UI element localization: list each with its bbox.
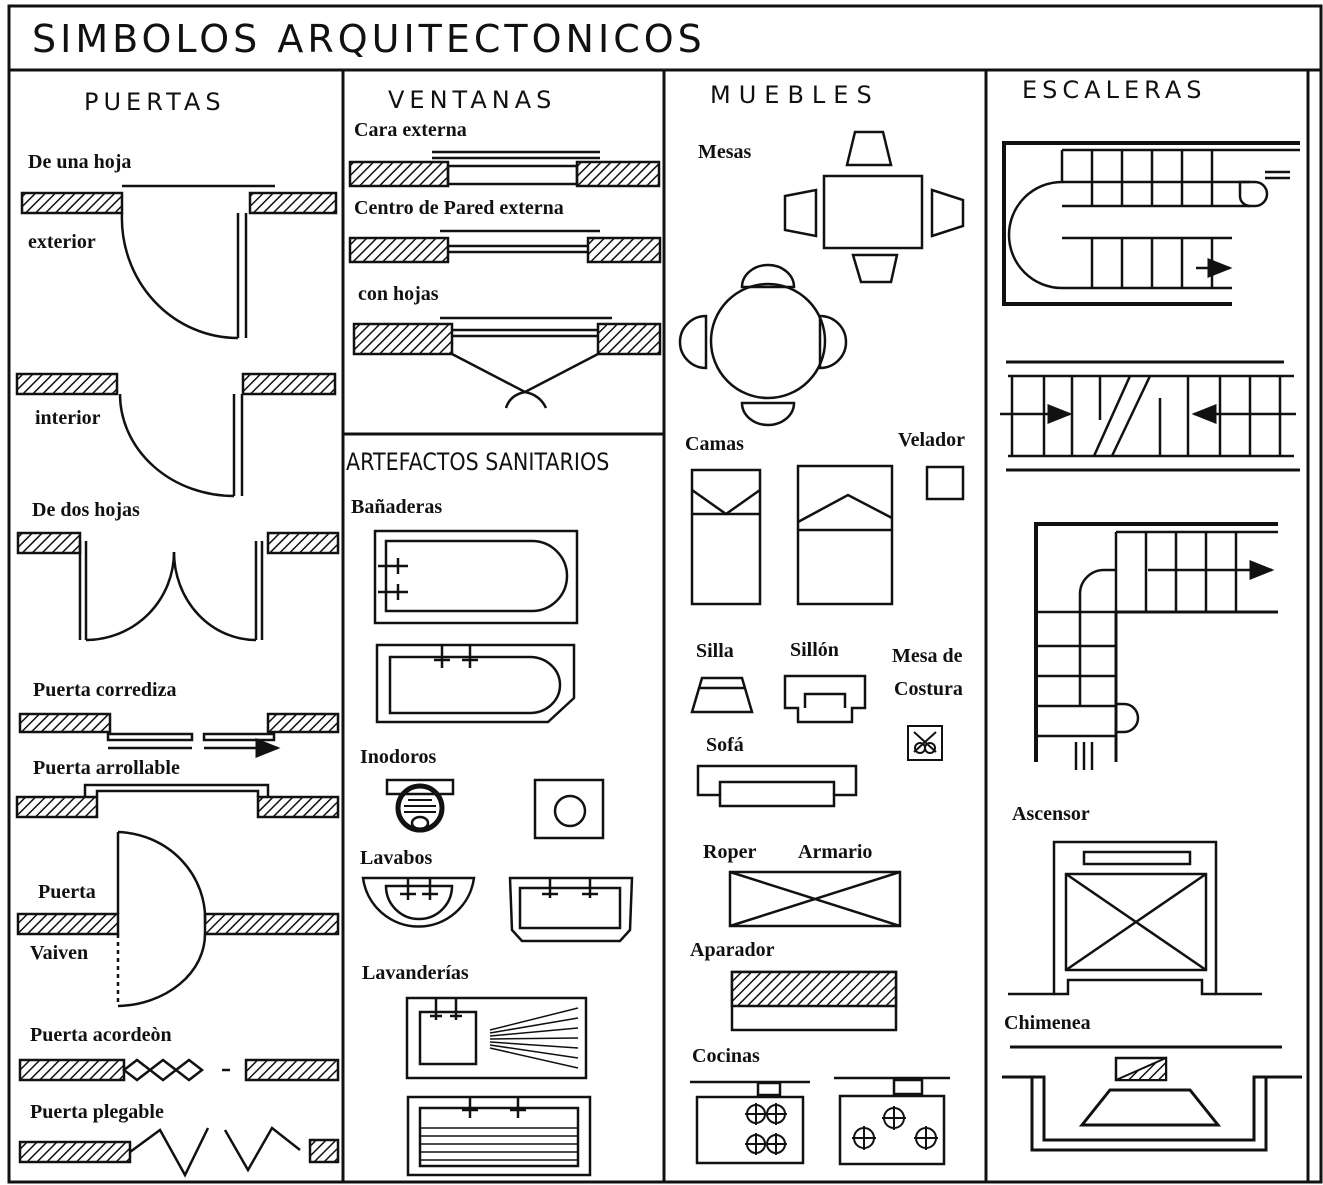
- door-folding: [18, 1126, 340, 1178]
- stair-u-shaped: [1002, 141, 1300, 306]
- label-vaiven-2: Vaiven: [30, 942, 89, 964]
- muebles-heading: MUEBLES: [710, 81, 880, 109]
- label-arrollable: Puerta arrollable: [33, 757, 180, 779]
- laundry-sink-2: [406, 1095, 592, 1177]
- label-camas: Camas: [685, 433, 744, 455]
- chair: [690, 676, 754, 714]
- window-external-face: [348, 150, 661, 188]
- window-with-sashes: [352, 316, 662, 409]
- label-sillon: Sillón: [790, 639, 839, 661]
- door-roll-up: [15, 783, 340, 819]
- label-chimenea: Chimenea: [1004, 1012, 1091, 1034]
- label-dos-hojas: De dos hojas: [32, 499, 140, 521]
- door-accordion: [18, 1058, 340, 1082]
- label-mesas: Mesas: [698, 141, 752, 163]
- bed-single: [690, 468, 762, 606]
- label-armario: Armario: [798, 841, 873, 863]
- label-una-hoja: De una hoja: [28, 151, 132, 173]
- label-con-hojas: con hojas: [358, 283, 439, 305]
- table-square: [783, 130, 965, 284]
- table-round: [678, 263, 848, 427]
- sofa: [696, 764, 858, 808]
- label-banaderas: Bañaderas: [351, 496, 443, 518]
- label-roper: Roper: [703, 841, 757, 863]
- toilet-wall: [385, 778, 455, 833]
- bathtub-rounded: [373, 529, 579, 625]
- label-inodoros: Inodoros: [360, 746, 437, 768]
- wardrobe: [728, 870, 902, 928]
- label-corrediza: Puerta corrediza: [33, 679, 177, 701]
- puertas-heading: PUERTAS: [84, 88, 226, 116]
- label-ascensor: Ascensor: [1012, 803, 1090, 825]
- label-cocinas: Cocinas: [692, 1045, 760, 1067]
- window-wall-center: [348, 229, 662, 264]
- label-mesa-costura-2: Costura: [894, 678, 963, 700]
- door-swing: [16, 830, 340, 1008]
- sideboard: [730, 970, 898, 1032]
- label-lavabos: Lavabos: [360, 847, 433, 869]
- sanitarios-heading: ARTEFACTOS SANITARIOS: [346, 448, 610, 476]
- sink-round: [361, 876, 476, 928]
- label-centro-pared: Centro de Pared externa: [354, 197, 564, 219]
- label-sofa: Sofá: [706, 734, 744, 756]
- escaleras-heading: ESCALERAS: [1022, 76, 1207, 104]
- label-plegable: Puerta plegable: [30, 1101, 164, 1123]
- label-aparador: Aparador: [690, 939, 775, 961]
- label-exterior: exterior: [28, 231, 96, 253]
- label-cara-externa: Cara externa: [354, 119, 467, 141]
- stair-straight-split: [1000, 360, 1300, 472]
- sewing-table: [907, 725, 943, 761]
- toilet-square: [533, 778, 605, 840]
- label-vaiven-1: Puerta: [38, 881, 96, 903]
- stove-1: [690, 1080, 810, 1165]
- label-velador: Velador: [898, 429, 966, 451]
- fireplace: [1002, 1045, 1302, 1152]
- door-double: [16, 531, 340, 642]
- stove-2: [834, 1076, 950, 1166]
- label-lavanderias: Lavanderías: [362, 962, 469, 984]
- elevator: [1008, 840, 1262, 996]
- door-single-interior: [15, 372, 337, 498]
- label-silla: Silla: [696, 640, 734, 662]
- sink-rect: [508, 876, 634, 943]
- armchair: [783, 674, 867, 724]
- door-single-exterior: [20, 184, 338, 340]
- laundry-sink-1: [405, 996, 588, 1080]
- stair-l-shaped: [1034, 522, 1278, 770]
- door-sliding: [18, 712, 340, 758]
- ventanas-heading: VENTANAS: [388, 86, 557, 114]
- label-mesa-costura-1: Mesa de: [892, 645, 963, 667]
- bathtub-angled: [375, 643, 576, 724]
- page-title: SIMBOLOS ARQUITECTONICOS: [32, 17, 706, 61]
- label-acordeon: Puerta acordeòn: [30, 1024, 172, 1046]
- label-interior: interior: [35, 407, 101, 429]
- bed-double: [796, 464, 894, 606]
- nightstand: [925, 465, 965, 501]
